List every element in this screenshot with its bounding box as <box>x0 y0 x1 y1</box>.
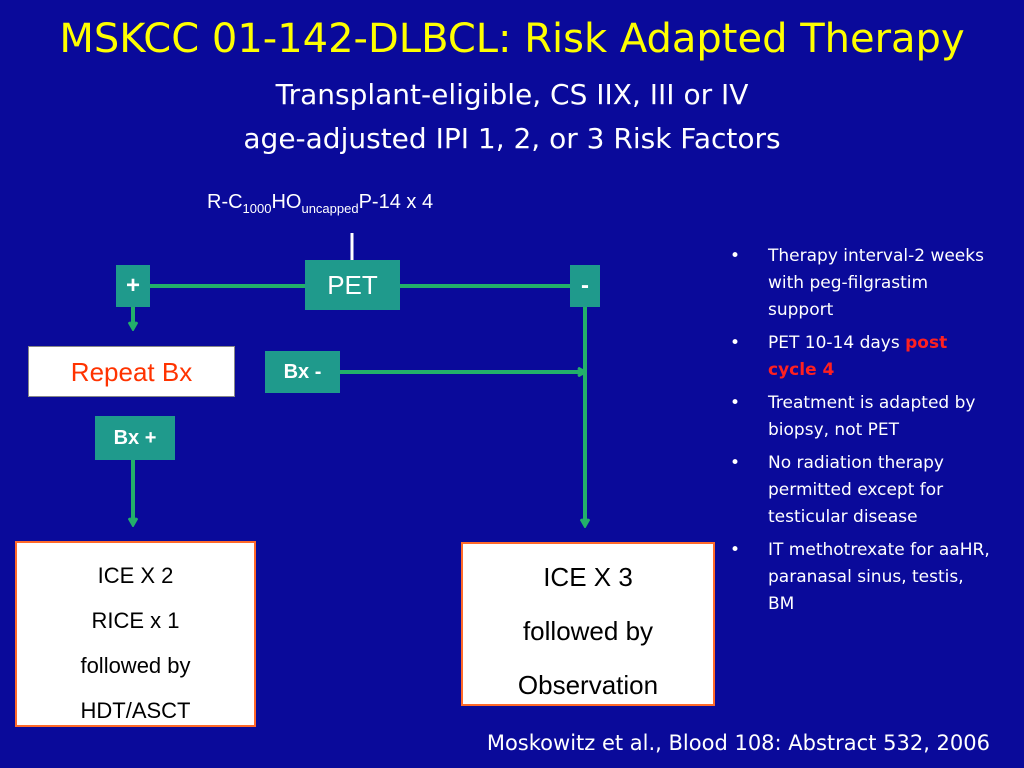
outcome-line: Observation <box>517 670 659 700</box>
regimen-label: R-C1000HOuncappedP-14 x 4 <box>207 188 507 216</box>
pet-negative-box: - <box>570 265 600 307</box>
biopsy-negative-box: Bx - <box>265 351 340 393</box>
bullet-icon: • <box>730 393 741 413</box>
slide-title: MSKCC 01-142-DLBCL: Risk Adapted Therapy <box>59 16 965 62</box>
repeat-biopsy-box: Repeat Bx <box>28 346 235 397</box>
regimen-sub-dose: 1000 <box>242 201 272 216</box>
bullet-icon: • <box>730 453 741 473</box>
regimen-suffix: P-14 x 4 <box>358 191 434 213</box>
bullet-icon: • <box>730 333 741 353</box>
note-item: • Treatment is adapted by biopsy, not PET <box>730 390 995 444</box>
note-item: • Therapy interval-2 weeks with peg-filgr… <box>730 243 995 324</box>
note-item: • IT methotrexate for aaHR, paranasal sin… <box>730 537 995 618</box>
citation: Moskowitz et al., Blood 108: Abstract 53… <box>486 731 990 755</box>
bullet-icon: • <box>730 540 741 560</box>
note-text: IT methotrexate for aaHR, paranasal sinu… <box>768 540 990 614</box>
outcome-transplant-box: ICE X 2 RICE x 1 followed by HDT/ASCT <box>15 541 256 727</box>
note-text: Treatment is adapted by biopsy, not PET <box>768 393 976 440</box>
outcome-line: ICE X 2 <box>97 563 174 588</box>
regimen-prefix: R-C <box>207 191 243 213</box>
note-text: PET 10-14 days <box>768 333 906 353</box>
outcome-line: RICE x 1 <box>91 608 180 633</box>
outcome-line: ICE X 3 <box>543 562 633 592</box>
note-item: • No radiation therapy permitted except f… <box>730 450 995 531</box>
pet-positive-box: + <box>116 265 150 307</box>
note-item: • PET 10-14 days post cycle 4 <box>730 330 995 384</box>
biopsy-positive-box: Bx + <box>95 416 175 460</box>
outcome-line: followed by <box>522 616 654 646</box>
outcome-line: HDT/ASCT <box>80 698 191 723</box>
note-text: Therapy interval-2 weeks with peg-filgra… <box>768 246 984 320</box>
bullet-icon: • <box>730 246 741 266</box>
outcome-line: followed by <box>80 653 191 678</box>
regimen-mid: HO <box>271 191 302 213</box>
subtitle-risk-factors: age-adjusted IPI 1, 2, or 3 Risk Factors <box>243 122 781 155</box>
note-text: No radiation therapy permitted except fo… <box>768 453 944 527</box>
outcome-observation-box: ICE X 3 followed by Observation <box>461 542 715 706</box>
note-highlight: post cycle 4 <box>768 333 948 380</box>
notes-list: • Therapy interval-2 weeks with peg-filgr… <box>730 243 995 624</box>
subtitle-eligibility: Transplant-eligible, CS IIX, III or IV <box>275 78 749 111</box>
regimen-sub-uncapped: uncapped <box>301 201 359 216</box>
pet-box: PET <box>305 260 400 310</box>
